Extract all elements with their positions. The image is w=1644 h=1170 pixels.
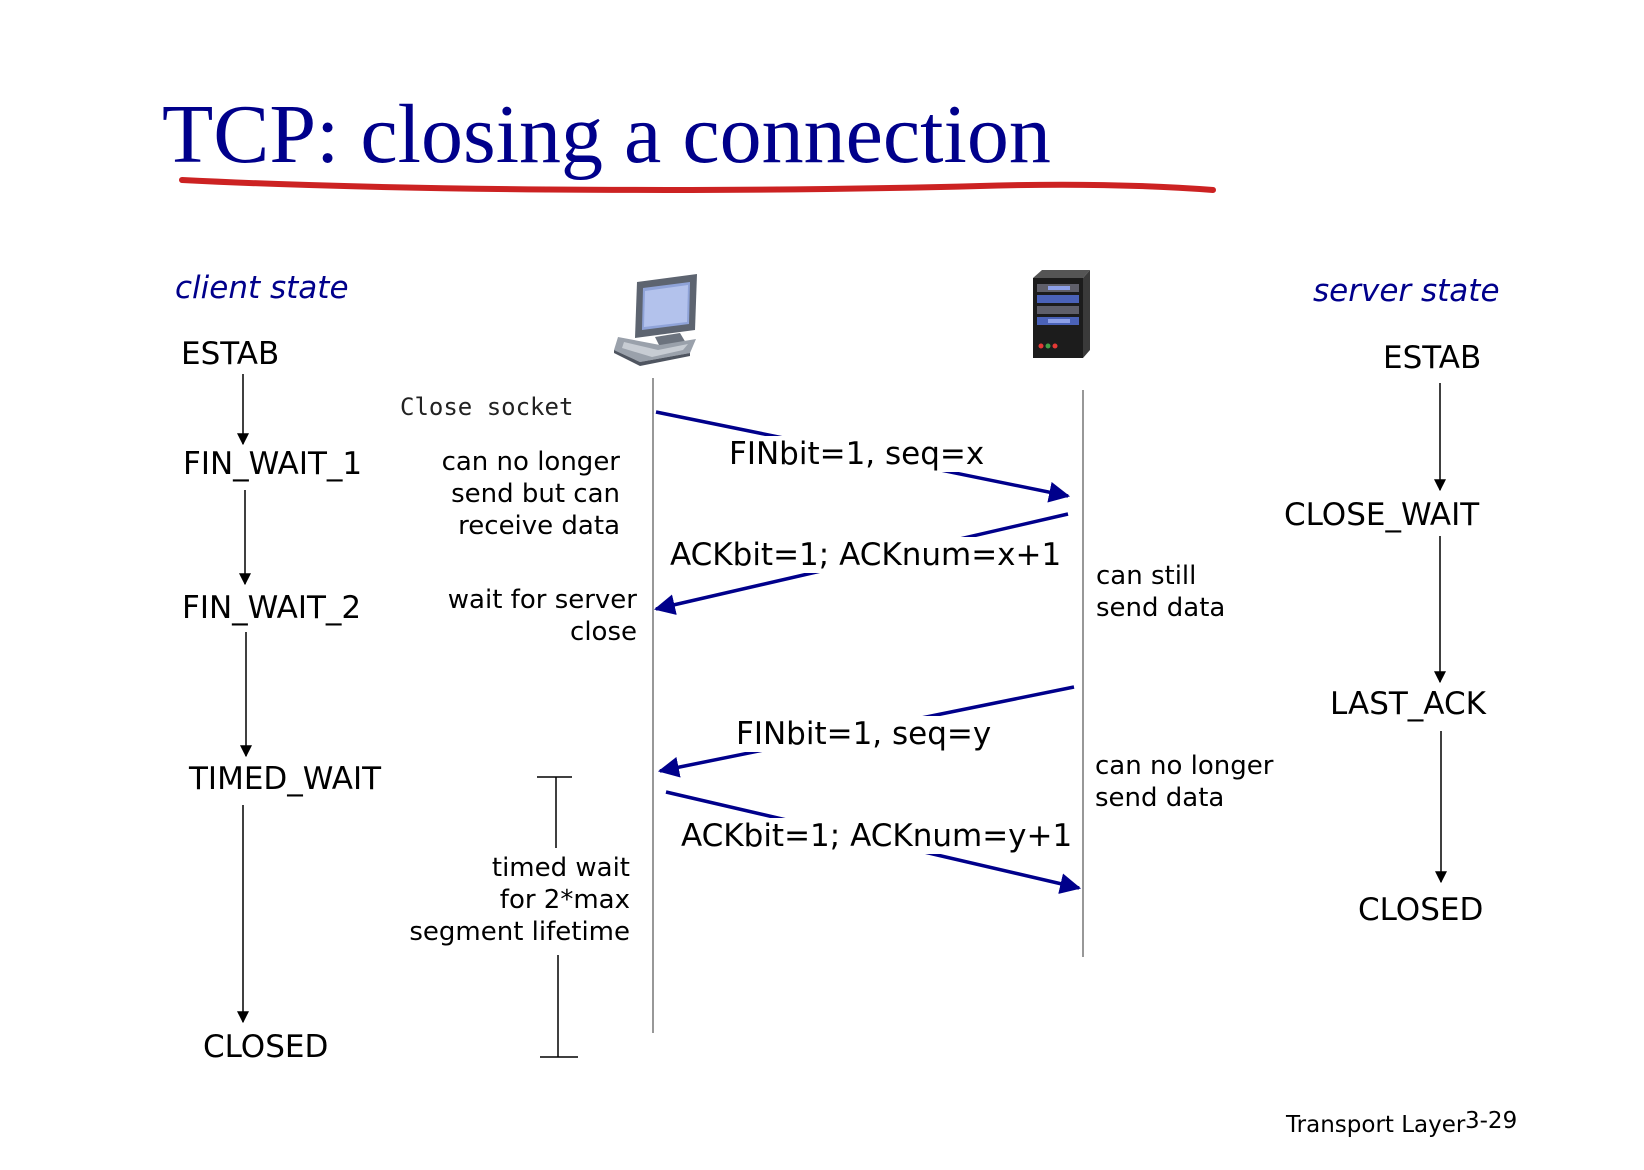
client-state-fin-wait-2: FIN_WAIT_2 [182,590,362,626]
footer-page-number: 3-29 [1465,1108,1518,1134]
server-state-last-ack: LAST_ACK [1330,686,1486,722]
close-socket-label: Close socket [400,393,574,421]
page-title: TCP: closing a connection [162,88,1051,181]
client-state-header: client state [175,270,349,306]
title-underline [179,177,1216,193]
server-state-estab: ESTAB [1383,340,1482,376]
server-tower-icon [1033,270,1090,358]
client-state-estab: ESTAB [181,336,280,372]
client-state-fin-wait-1: FIN_WAIT_1 [183,446,363,482]
fin-wait-2-note: wait for server close [447,585,637,647]
server-state-closed: CLOSED [1358,892,1484,928]
desktop-computer-icon [614,274,697,366]
can-no-longer-send-note: can no longer send data [1095,751,1274,813]
timed-wait-bracket [537,776,578,1058]
ack-y-label: ACKbit=1; ACKnum=y+1 [679,818,1075,854]
fin-y-label: FINbit=1, seq=y [734,716,994,752]
client-state-closed: CLOSED [203,1029,329,1065]
fin-wait-1-note: can no longer send but can receive data [441,447,620,541]
fin-x-label: FINbit=1, seq=x [727,436,987,472]
ack-x-label: ACKbit=1; ACKnum=x+1 [668,537,1064,573]
client-state-timed-wait: TIMED_WAIT [189,761,382,797]
server-state-close-wait: CLOSE_WAIT [1284,497,1480,533]
server-state-header: server state [1313,273,1500,309]
can-still-send-note: can still send data [1096,561,1226,623]
footer-label: Transport Layer [1286,1112,1466,1138]
client-state-arrows [237,374,252,1024]
timed-wait-note: timed wait for 2*max segment lifetime [409,853,630,947]
server-state-arrows [1434,383,1447,884]
